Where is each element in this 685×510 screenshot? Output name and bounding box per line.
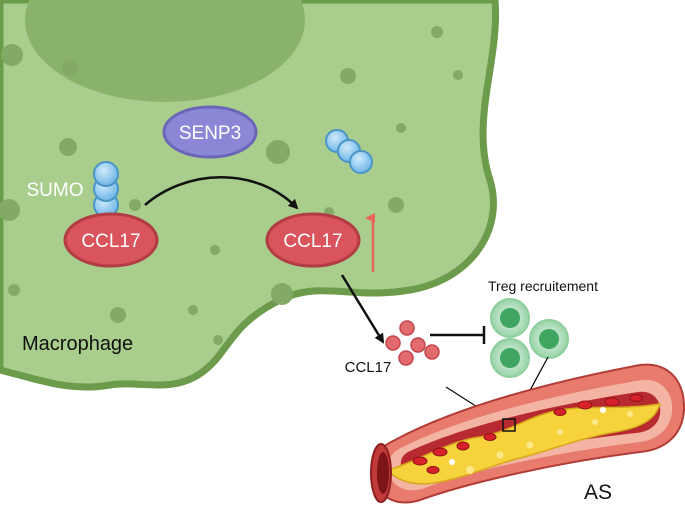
ccl17-sumoylated: [63, 212, 159, 268]
as-label: AS: [584, 481, 612, 504]
senp3-label: SENP3: [179, 123, 241, 144]
sumo-chain: [93, 161, 119, 218]
nucleus: [25, 0, 305, 102]
senp3-enzyme: [162, 105, 258, 159]
treg-recruitment-label: Treg recruitement: [488, 278, 598, 294]
red-blood-cells: [412, 394, 643, 474]
desumoylation-arrow: [144, 176, 299, 210]
released-sumo: [325, 129, 373, 174]
ccl17-desumoylated: [265, 212, 361, 268]
plaque-lipids: [466, 411, 633, 474]
macrophage-label: Macrophage: [22, 333, 133, 355]
ccl17-secreted-label: CCL17: [345, 359, 392, 376]
ccl17-left-label: CCL17: [81, 231, 140, 252]
sumo-label: SUMO: [27, 180, 84, 201]
secreted-ccl17-particles: [385, 320, 440, 366]
secretion-arrow: [340, 274, 385, 344]
ccl17-right-label: CCL17: [283, 231, 342, 252]
inhibition-symbol: [430, 326, 486, 344]
treg-cells: [490, 298, 569, 378]
zoom-box: [502, 418, 516, 432]
blood-vessel: [370, 363, 685, 504]
white-blood-cells: [449, 407, 606, 465]
cytoplasm-granules: [0, 26, 463, 345]
